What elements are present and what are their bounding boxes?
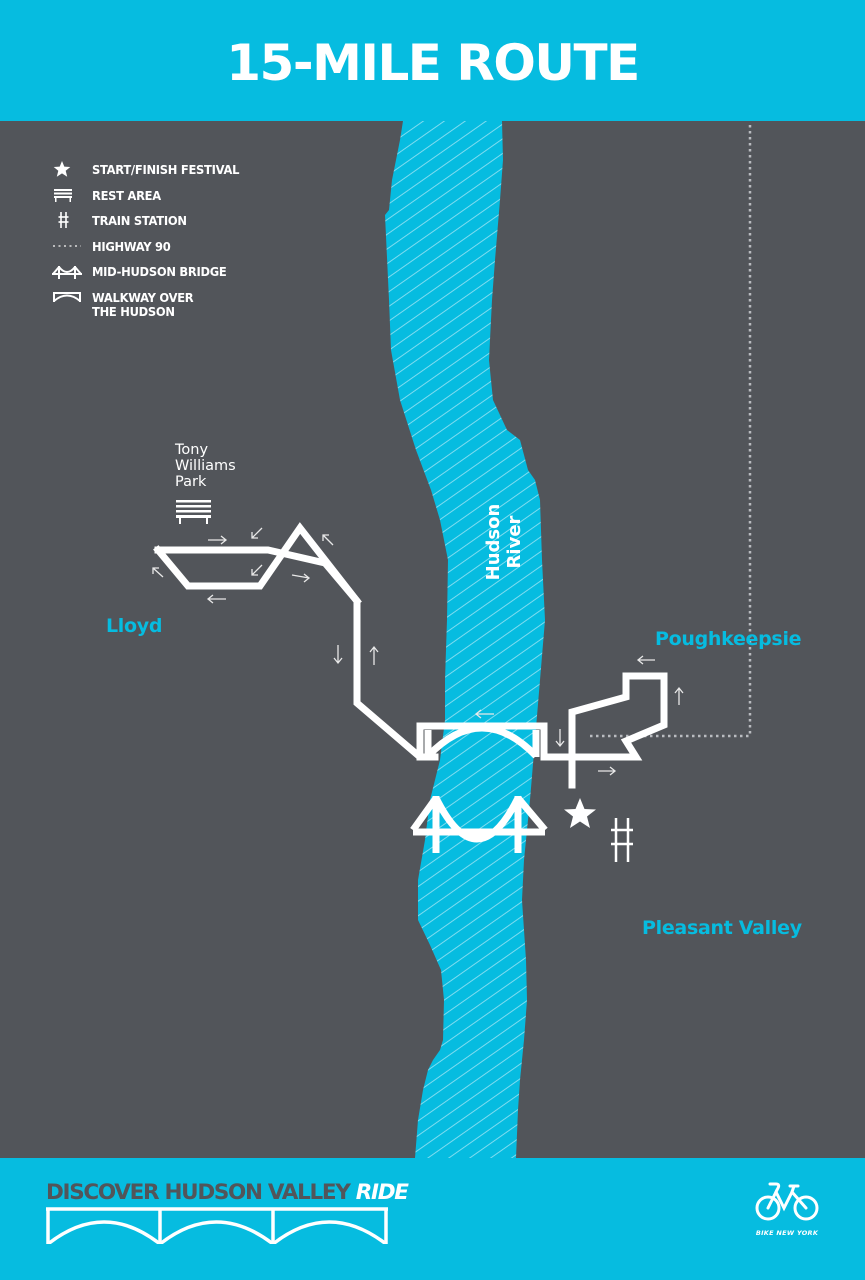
park-label-tony-williams: Tony Williams Park	[175, 442, 236, 490]
legend-item-start-finish: START/FINISH FESTIVAL	[52, 160, 252, 186]
walkway-over-hudson	[424, 724, 540, 759]
legend-item-mid-hudson-bridge: MID-HUDSON BRIDGE	[52, 262, 252, 288]
legend-label: TRAIN STATION	[92, 213, 187, 228]
bicycle-icon	[755, 1182, 819, 1221]
arched-bridge-logo-icon	[46, 1207, 388, 1244]
legend-label: MID-HUDSON BRIDGE	[92, 264, 227, 279]
bike-route	[153, 522, 668, 789]
map-legend: START/FINISH FESTIVAL REST AREA TRAIN ST…	[52, 160, 252, 318]
event-title-accent: RIDE	[355, 1180, 409, 1205]
event-title: DISCOVER HUDSON VALLEY RIDE	[46, 1180, 409, 1205]
route-map	[0, 121, 865, 1158]
rest-area-bench-icon	[176, 500, 211, 524]
train-track-icon	[52, 211, 92, 229]
footer-banner: DISCOVER HUDSON VALLEY RIDE BIKE NEW YOR…	[0, 1158, 865, 1280]
mid-hudson-bridge	[410, 795, 548, 853]
title-banner: 15-MILE ROUTE	[0, 0, 865, 121]
river-label-hudson: Hudson River	[483, 503, 525, 581]
legend-item-rest-area: REST AREA	[52, 186, 252, 212]
place-label-poughkeepsie: Poughkeepsie	[655, 628, 802, 650]
bench-icon	[52, 186, 92, 204]
place-label-pleasant-valley: Pleasant Valley	[642, 917, 802, 939]
train-station-icon	[611, 818, 633, 862]
hudson-river	[385, 121, 545, 1158]
dotted-line-icon	[52, 237, 92, 255]
logo-text: BIKE NEW YORK	[755, 1229, 819, 1237]
legend-item-walkway: WALKWAY OVER THE HUDSON	[52, 288, 252, 318]
suspension-bridge-icon	[52, 262, 92, 280]
legend-item-train-station: TRAIN STATION	[52, 211, 252, 237]
legend-label: WALKWAY OVER THE HUDSON	[92, 289, 194, 319]
legend-label: HIGHWAY 90	[92, 238, 171, 254]
legend-label: REST AREA	[92, 187, 161, 203]
star-icon	[52, 160, 92, 178]
highway-90-line	[590, 125, 752, 738]
direction-arrows	[152, 527, 684, 776]
bike-new-york-logo: BIKE NEW YORK	[752, 1178, 822, 1237]
arch-walkway-icon	[52, 288, 92, 306]
event-title-main: DISCOVER HUDSON VALLEY	[46, 1180, 351, 1205]
start-finish-star-icon	[564, 798, 596, 828]
legend-item-highway-90: HIGHWAY 90	[52, 237, 252, 263]
legend-label: START/FINISH FESTIVAL	[92, 162, 240, 177]
place-label-lloyd: Lloyd	[106, 615, 163, 637]
page-title: 15-MILE ROUTE	[226, 33, 640, 92]
